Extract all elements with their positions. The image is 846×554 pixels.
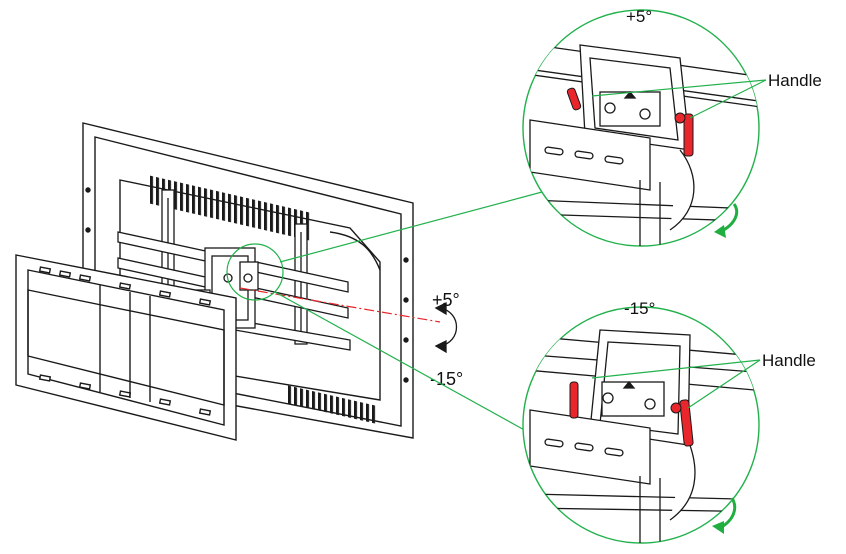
handle-left-top [566, 87, 582, 111]
bottom-detail-handle: Handle [762, 351, 816, 370]
main-plus-label: +5° [432, 290, 460, 310]
callout-source-circle [226, 243, 284, 301]
wall-plate [15, 254, 237, 441]
bottom-detail-angle: -15° [624, 299, 655, 318]
tv-back [82, 122, 414, 439]
callout-line-top [279, 191, 543, 263]
handle-right-top [674, 112, 694, 157]
detail-bottom [522, 306, 761, 544]
top-detail-angle: +5° [626, 7, 652, 26]
tilt-arrow [434, 301, 457, 354]
detail-top [522, 9, 767, 247]
tilt-axis [239, 287, 441, 323]
top-detail-handle: Handle [768, 71, 822, 90]
handle-right-bottom [670, 399, 694, 447]
callout-line-bottom [274, 291, 529, 433]
main-minus-label: -15° [430, 369, 463, 389]
handle-left-bottom [569, 381, 579, 419]
